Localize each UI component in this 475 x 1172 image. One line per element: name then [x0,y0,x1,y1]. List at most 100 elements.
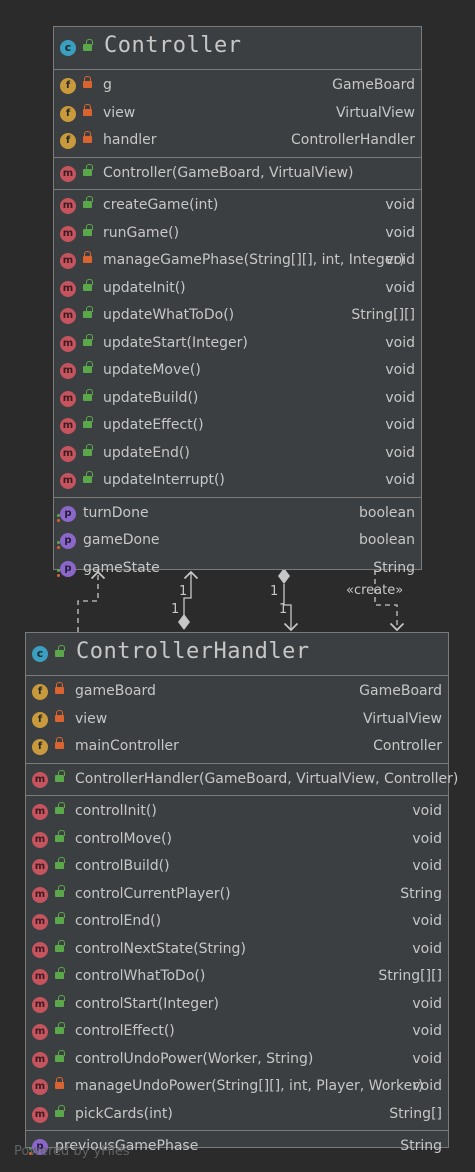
public-lock-icon [83,388,93,401]
public-lock-icon [55,967,65,979]
dependency-line [77,570,106,632]
public-lock-icon [55,829,65,842]
method-icon: m [60,280,76,297]
method-name: controlCurrentPlayer() [75,885,231,902]
field-type: GameBoard [332,77,415,93]
method-type: void [385,252,415,268]
multiplicity-label: 1 [179,584,188,599]
method-row[interactable]: m controlCurrentPlayer() String [26,881,448,909]
method-name: manageUndoPower(String[][], int, Player,… [75,1078,424,1094]
public-lock-icon [55,939,65,952]
field-type: VirtualView [363,710,442,727]
property-name: turnDone [83,504,149,521]
method-row[interactable]: m updateStart(Integer) void [54,330,421,358]
method-icon: m [60,308,76,324]
public-lock-icon [83,306,93,318]
method-icon: m [32,886,48,903]
multiplicity-label: 1 [270,584,279,599]
property-type: boolean [359,504,415,521]
public-lock-icon [55,1049,65,1062]
public-lock-icon [83,333,93,346]
private-lock-icon [55,709,64,722]
method-type: void [412,1023,442,1039]
method-name: updateInterrupt() [103,472,225,488]
method-icon: m [32,996,48,1013]
public-lock-icon [55,802,65,814]
property-icon: p [60,560,76,577]
method-type: void [412,913,442,929]
private-lock-icon [83,76,92,88]
method-name: controlBuild() [75,858,170,874]
field-icon: f [60,105,76,122]
public-lock-icon [55,857,65,869]
public-lock-icon [83,416,93,428]
method-icon: m [60,335,76,352]
method-type: void [385,444,415,461]
field-type: Controller [373,738,442,754]
property-name: previousGamePhase [55,1138,199,1154]
method-name: createGame(int) [103,197,219,213]
property-row[interactable]: p gameDone boolean [54,527,421,555]
method-name: controlNextState(String) [75,940,246,957]
accessor-dots-icon [57,513,60,522]
method-name: updateStart(Integer) [103,334,248,351]
field-icon: f [60,133,76,149]
method-type: void [385,334,415,351]
method-type: void [412,1050,442,1067]
create-line [374,570,405,632]
association-line-right [283,584,299,632]
property-type: boolean [359,532,415,548]
property-name: gameDone [83,532,160,548]
property-icon: p [32,1139,48,1155]
property-icon: p [60,533,76,549]
field-name: g [103,77,112,93]
method-name: manageGamePhase(String[][], int, Integer… [103,252,405,268]
method-type: void [412,830,442,847]
footer-credit: Powered by yFiles [14,1144,130,1159]
method-icon: m [32,1106,48,1123]
field-name: gameBoard [75,683,156,699]
method-type: void [412,1078,442,1094]
method-type: String [400,885,442,902]
public-lock-icon [83,471,93,483]
method-icon: m [60,390,76,407]
method-name: controlEnd() [75,913,162,929]
